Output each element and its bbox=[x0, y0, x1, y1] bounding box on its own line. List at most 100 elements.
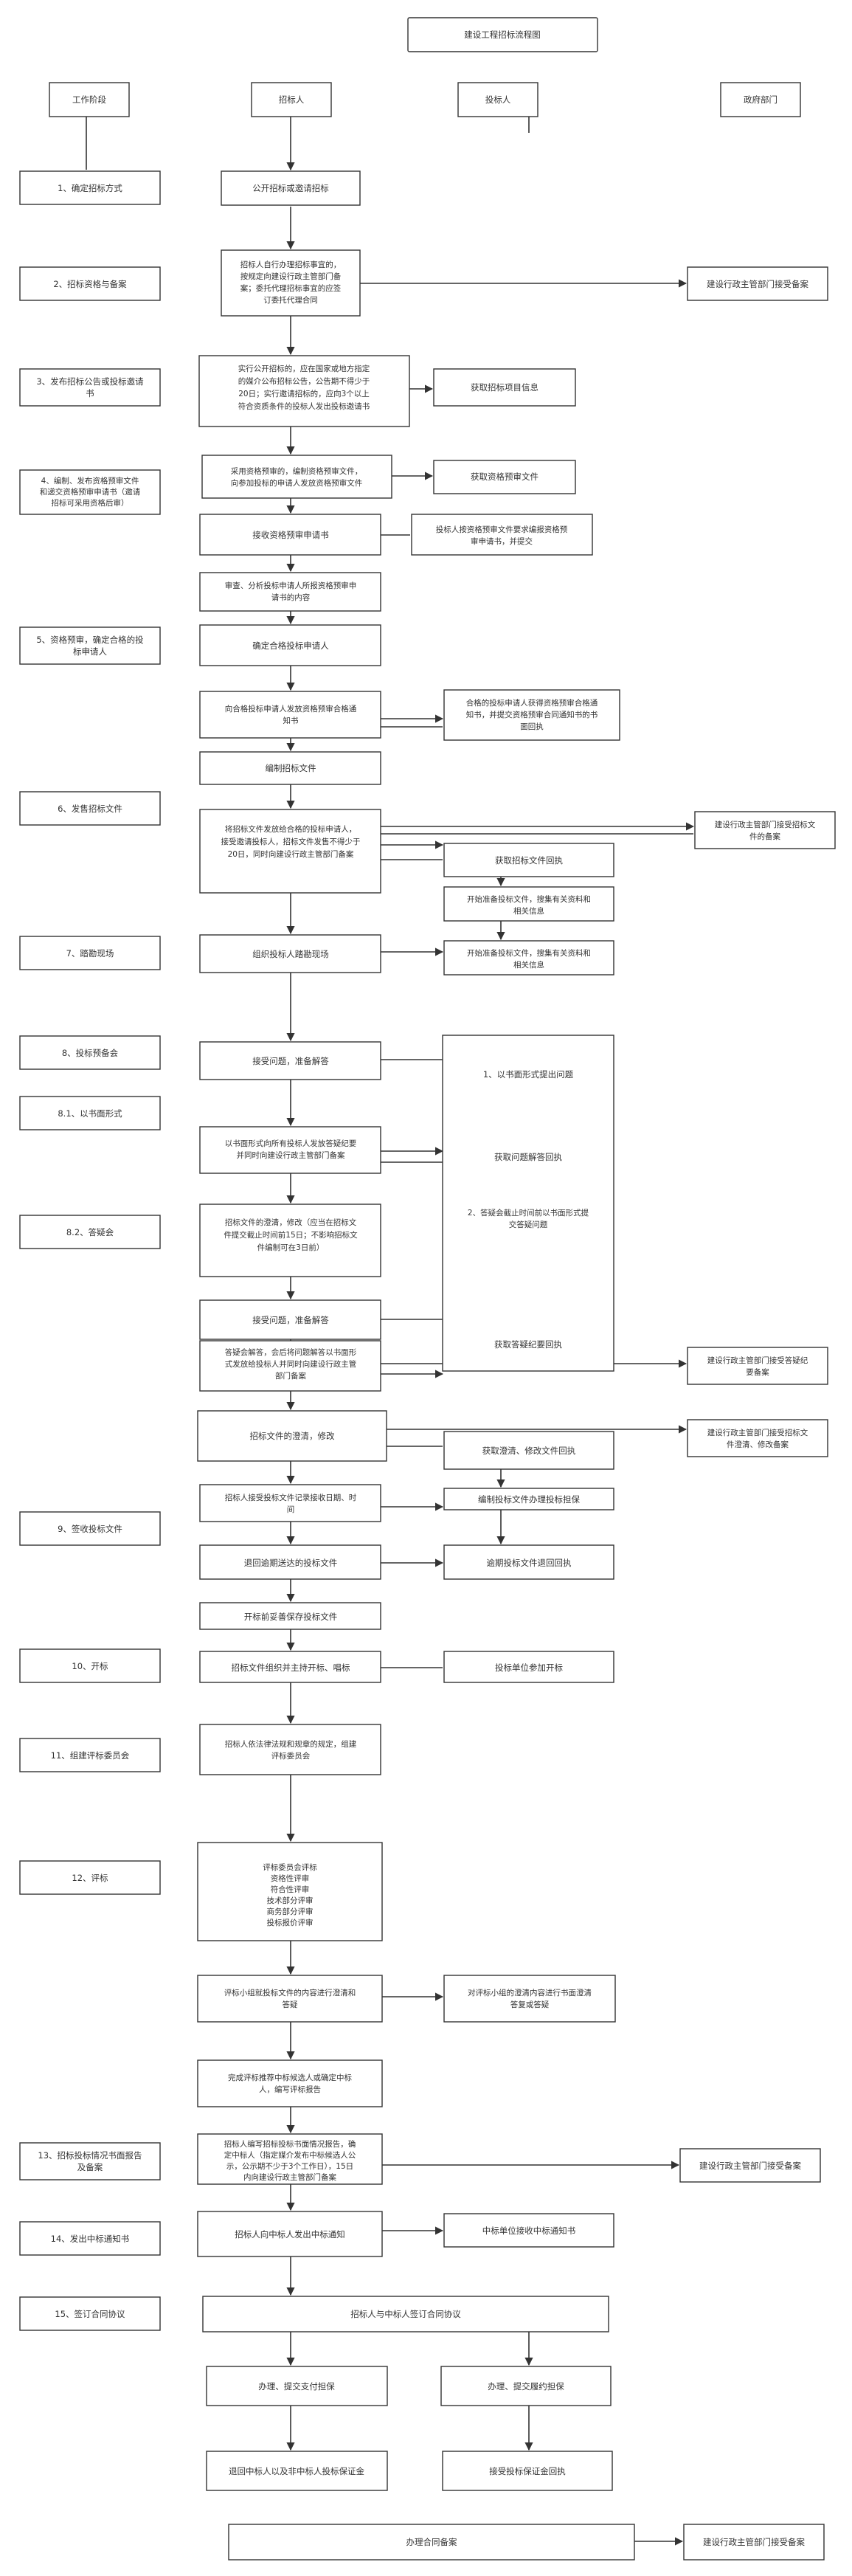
tenderer-step-box bbox=[197, 1410, 387, 1462]
tenderer-step-text: 件提交截止时间前15日；不影响招标文 bbox=[224, 1230, 358, 1240]
tenderer-step-text: 招标文件的澄清，修改（应当在招标文 bbox=[225, 1218, 357, 1227]
tenderer-step-text: 商务部分评审 bbox=[267, 1907, 314, 1916]
tenderer-step-text: 退回中标人以及非中标人投标保证金 bbox=[229, 2466, 364, 2476]
tenderer-step-box bbox=[199, 1651, 381, 1683]
tenderer-step-text: 的媒介公布招标公告，公告期不得少于 bbox=[238, 376, 370, 386]
stage-label: 8、投标预备会 bbox=[62, 1048, 119, 1058]
gov-step-box bbox=[687, 266, 828, 301]
gov-step-text: 建设行政主管部门接受招标文 bbox=[707, 1428, 808, 1437]
tenderer-step-box bbox=[197, 2133, 383, 2185]
tenderer-step-text: 评标小组就投标文件的内容进行澄清和 bbox=[224, 1988, 356, 1997]
bidder-step-box bbox=[443, 1488, 614, 1510]
bidder-step-text: 获取资格预审文件 bbox=[471, 472, 538, 482]
bidder-step-box bbox=[443, 689, 620, 741]
stage-box bbox=[19, 368, 161, 407]
stage-box bbox=[19, 1648, 161, 1683]
gov-step-text: 建设行政主管部门接受备案 bbox=[699, 2161, 801, 2171]
tenderer-step-text: 开标前妥善保存投标文件 bbox=[244, 1612, 338, 1622]
tenderer-step-box bbox=[198, 355, 410, 427]
tenderer-step-text: 接受邀请投标人，招标文件发售不得少于 bbox=[221, 837, 361, 846]
gov-step-box bbox=[679, 2148, 821, 2183]
tenderer-step-text: 实行公开招标的，应在国家或地方指定 bbox=[238, 364, 370, 373]
stage-box bbox=[19, 1738, 161, 1772]
tenderer-step-box bbox=[199, 809, 381, 894]
bidder-step-text: 逾期投标文件退回回执 bbox=[487, 1558, 572, 1568]
tenderer-step-text: 请书的内容 bbox=[271, 593, 311, 602]
gov-step-text: 建设行政主管部门接受答疑纪 bbox=[707, 1356, 808, 1365]
bidder-step-box bbox=[443, 1431, 614, 1470]
tenderer-step-text: 招标文件的澄清，修改 bbox=[250, 1431, 335, 1441]
bidder-step-text: 相关信息 bbox=[513, 906, 544, 916]
chart-title: 建设工程招标流程图 bbox=[464, 30, 541, 40]
bidder-answer-text: 获取答疑纪要回执 bbox=[494, 1339, 562, 1350]
bidder-step-box bbox=[443, 886, 614, 922]
tenderer-step-text: 办理合同备案 bbox=[406, 2537, 457, 2547]
bidder-step-text: 审申请书，并提交 bbox=[471, 536, 533, 546]
tenderer-step-box bbox=[206, 2366, 388, 2406]
stage-box bbox=[19, 2142, 161, 2180]
bidder-step-text: 投标人按资格预审文件要求编报资格预 bbox=[436, 525, 568, 534]
stage-box bbox=[19, 791, 161, 826]
stage-label: 14、发出中标通知书 bbox=[51, 2234, 130, 2244]
bidder-step-text: 知书，并提交资格预审合同通知书的书 bbox=[466, 710, 598, 719]
stage-label: 1、确定招标方式 bbox=[58, 183, 122, 193]
gov-step-text: 要备案 bbox=[746, 1367, 769, 1377]
bidder-step-box bbox=[443, 940, 614, 976]
tenderer-step-text: 按规定向建设行政主管部门备 bbox=[240, 272, 342, 281]
tenderer-step-text: 订委托代理合同 bbox=[263, 295, 318, 305]
tenderer-step-text: 答疑 bbox=[283, 2000, 298, 2009]
bidder-step-text: 中标单位接收中标通知书 bbox=[482, 2225, 576, 2236]
tenderer-step-text: 技术部分评审 bbox=[267, 1896, 314, 1905]
tenderer-step-text: 将招标文件发放给合格的投标申请人， bbox=[225, 824, 357, 834]
header-bidder: 投标人 bbox=[485, 94, 511, 105]
stage-label: 9、签收投标文件 bbox=[58, 1524, 122, 1534]
tenderer-step-text: 编制招标文件 bbox=[266, 763, 316, 773]
tenderer-step-box bbox=[221, 170, 361, 206]
tenderer-step-text: 审查、分析投标申请人所报资格预审申 bbox=[225, 581, 357, 590]
tenderer-step-box bbox=[202, 2296, 609, 2332]
tenderer-step-box bbox=[199, 1041, 381, 1080]
tenderer-step-text: 式发放给投标人并同时向建设行政主管 bbox=[225, 1359, 357, 1369]
bidder-step-text: 办理、提交履约担保 bbox=[488, 2381, 564, 2392]
stage-label: 11、组建评标委员会 bbox=[51, 1750, 130, 1761]
tenderer-step-text: 招标人编写招标投标书面情况报告，确 bbox=[224, 2139, 356, 2149]
stage-box bbox=[19, 1511, 161, 1546]
tenderer-step-text: 并同时向建设行政主管部门备案 bbox=[237, 1150, 345, 1160]
tenderer-step-text: 完成评标推荐中标候选人或确定中标 bbox=[228, 2073, 352, 2082]
stage-box bbox=[19, 1035, 161, 1070]
header-tenderer-box bbox=[251, 82, 332, 117]
tenderer-step-text: 知书 bbox=[283, 716, 299, 725]
header-stage-box bbox=[49, 82, 130, 117]
gov-step-text: 件的备案 bbox=[749, 832, 780, 841]
stage-label: 8.1、以书面形式 bbox=[58, 1108, 122, 1119]
bidder-step-text: 相关信息 bbox=[513, 960, 544, 970]
bidder-step-text: 合格的投标申请人获得资格预审合格通 bbox=[466, 698, 598, 708]
tenderer-step-text: 部门备案 bbox=[275, 1371, 306, 1381]
tenderer-step-box bbox=[199, 1204, 381, 1277]
bidder-step-text: 投标单位参加开标 bbox=[495, 1662, 563, 1673]
tenderer-step-text: 向合格投标申请人发放资格预审合格通 bbox=[225, 704, 357, 714]
tenderer-step-box bbox=[199, 691, 381, 739]
bidder-step-box bbox=[442, 2451, 613, 2491]
tenderer-step-text: 招标人接受投标文件记录接收日期、时 bbox=[225, 1493, 357, 1502]
bidder-step-box bbox=[433, 368, 576, 407]
tenderer-step-text: 接收资格预审申请书 bbox=[252, 530, 329, 540]
tenderer-step-text: 件编制可在3日前） bbox=[257, 1243, 325, 1252]
stage-label: 15、签订合同协议 bbox=[55, 2309, 125, 2319]
tenderer-step-text: 人，编写评标报告 bbox=[259, 2085, 321, 2094]
stage-label: 书 bbox=[86, 388, 94, 398]
connectors bbox=[86, 117, 695, 2546]
tenderer-step-text: 以书面形式向所有投标人发放答疑纪要 bbox=[225, 1139, 357, 1148]
tenderer-step-box bbox=[199, 1602, 381, 1630]
tenderer-step-text: 定中标人（指定媒介发布中标候选人公 bbox=[224, 2150, 356, 2160]
stage-label: 4、编制、发布资格预审文件 bbox=[41, 476, 139, 486]
tenderer-step-box bbox=[221, 249, 361, 317]
tenderer-step-box bbox=[197, 2059, 383, 2107]
header-stage: 工作阶段 bbox=[72, 94, 106, 105]
tenderer-step-text: 确定合格投标申请人 bbox=[252, 640, 329, 651]
header-tenderer: 招标人 bbox=[279, 94, 305, 105]
tenderer-step-box bbox=[197, 1975, 383, 2023]
tenderer-step-text: 退回逾期送达的投标文件 bbox=[244, 1558, 338, 1568]
tenderer-step-text: 招标文件组织并主持开标、唱标 bbox=[232, 1662, 350, 1673]
